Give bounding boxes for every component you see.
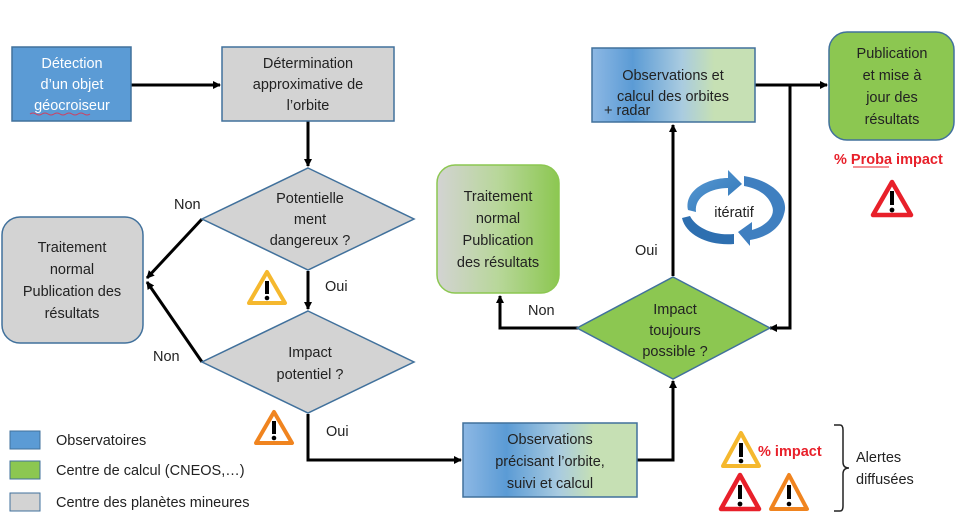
edge-label-non-1: Non (174, 197, 201, 213)
node-publication[interactable]: Publication et mise à jour des résultats (828, 31, 955, 141)
warning-icon-orange (254, 410, 294, 445)
node-determination-line-2: approximative de (253, 77, 363, 93)
node-determination[interactable]: Détermination approximative de l’orbite (221, 46, 395, 122)
node-obs-calcul-line-2: calcul des orbites (617, 89, 729, 105)
alert-brace (834, 424, 850, 512)
node-traitement-gris-line-2: normal (50, 262, 94, 278)
cycle-arrow-right-icon (738, 176, 786, 246)
node-obs-precisant-line-1: Observations (507, 432, 592, 448)
node-impact-toujours-line-3: possible ? (642, 344, 707, 360)
node-impact-potentiel-line-1: Impact (288, 345, 332, 361)
edge-label-oui-3: Oui (635, 243, 658, 259)
edge-label-oui-2: Oui (326, 424, 349, 440)
edge-potentiellement-traitement (145, 217, 204, 280)
edge-loop-back (769, 85, 792, 332)
warning-icon-orange-alert (769, 473, 809, 511)
edge-impact-traitement (145, 281, 204, 363)
node-obs-precisant[interactable]: Observations précisant l’orbite, suivi e… (462, 422, 638, 498)
node-traitement-gris-line-4: résultats (45, 306, 100, 322)
node-traitement-vert-line-2: normal (476, 211, 520, 227)
node-determination-line-1: Détermination (263, 56, 353, 72)
node-publication-line-4: résultats (865, 112, 920, 128)
node-traitement-gris[interactable]: Traitement normal Publication des résult… (1, 216, 144, 344)
node-detection-line-2: d’un objet (41, 77, 104, 93)
iteratif-label: itératif (714, 205, 754, 221)
node-publication-line-2: et mise à (863, 68, 923, 84)
node-impact-toujours[interactable]: Impact toujours possible ? (575, 276, 772, 380)
node-obs-calcul-line-3: + radar (604, 103, 651, 119)
node-traitement-vert-line-3: Publication (463, 233, 534, 249)
node-potentiellement-line-2: ment (294, 212, 326, 228)
node-traitement-vert[interactable]: Traitement normal Publication des résult… (436, 164, 560, 294)
edges (131, 81, 828, 464)
node-determination-line-3: l’orbite (287, 98, 330, 114)
node-publication-line-3: jour des (865, 90, 918, 106)
node-obs-calcul-line-1: Observations et (622, 68, 724, 84)
iteratif-cycle: itératif (682, 170, 786, 246)
edge-impacttoujours-traitementvert (496, 295, 578, 330)
node-impact-toujours-line-2: toujours (649, 323, 701, 339)
edge-label-non-2: Non (153, 349, 180, 365)
legend-label-centre-calcul: Centre de calcul (CNEOS,…) (56, 463, 245, 479)
node-detection-line-3: géocroiseur (34, 98, 110, 114)
node-impact-potentiel-line-2: potentiel ? (277, 367, 344, 383)
legend: Observatoires Centre de calcul (CNEOS,…)… (9, 430, 249, 512)
warning-icon-yellow (247, 270, 287, 305)
node-impact-potentiel[interactable]: Impact potentiel ? (200, 310, 416, 414)
warning-icon-yellow-alert (721, 431, 761, 468)
node-detection[interactable]: Détection d’un objet géocroiseur (11, 46, 132, 122)
node-traitement-vert-line-1: Traitement (464, 189, 533, 205)
node-impact-toujours-line-1: Impact (653, 302, 697, 318)
alertes-line-2: diffusées (856, 472, 914, 488)
node-obs-calcul[interactable]: Observations et calcul des orbites + rad… (591, 47, 756, 123)
warning-icon-red-proba (870, 179, 914, 218)
edge-obsprecisant-impacttoujours (637, 380, 677, 462)
cycle-arrow-top-icon (687, 170, 742, 212)
edge-label-non-3: Non (528, 303, 555, 319)
pct-impact-label: % impact (758, 444, 822, 460)
node-obs-precisant-line-3: suivi et calcul (507, 476, 593, 492)
alertes-line-1: Alertes (856, 450, 901, 466)
edge-impact-obsprecisant (306, 414, 462, 464)
node-potentiellement-line-3: dangereux ? (270, 233, 351, 249)
node-traitement-gris-line-3: Publication des (23, 284, 121, 300)
legend-label-observatoires: Observatoires (56, 433, 146, 449)
legend-item-observatoires: Observatoires (9, 430, 146, 450)
cycle-arrow-bottom-icon (682, 216, 734, 245)
node-traitement-gris-line-1: Traitement (38, 240, 107, 256)
legend-label-centre-planetes: Centre des planètes mineures (56, 495, 249, 511)
proba-impact-label: % Proba impact (834, 152, 943, 168)
legend-item-centre-planetes: Centre des planètes mineures (9, 492, 249, 512)
node-publication-line-1: Publication (857, 46, 928, 62)
node-potentiellement-line-1: Potentielle (276, 191, 344, 207)
node-obs-precisant-line-2: précisant l’orbite, (495, 454, 605, 470)
node-detection-line-1: Détection (41, 56, 102, 72)
warning-icon-red-alert (718, 472, 762, 512)
node-traitement-vert-line-4: des résultats (457, 255, 539, 271)
legend-item-centre-calcul: Centre de calcul (CNEOS,…) (9, 460, 245, 480)
node-potentiellement-dangereux[interactable]: Potentielle ment dangereux ? (200, 167, 416, 271)
edge-label-oui-1: Oui (325, 279, 348, 295)
spellcheck-underline (29, 112, 91, 116)
